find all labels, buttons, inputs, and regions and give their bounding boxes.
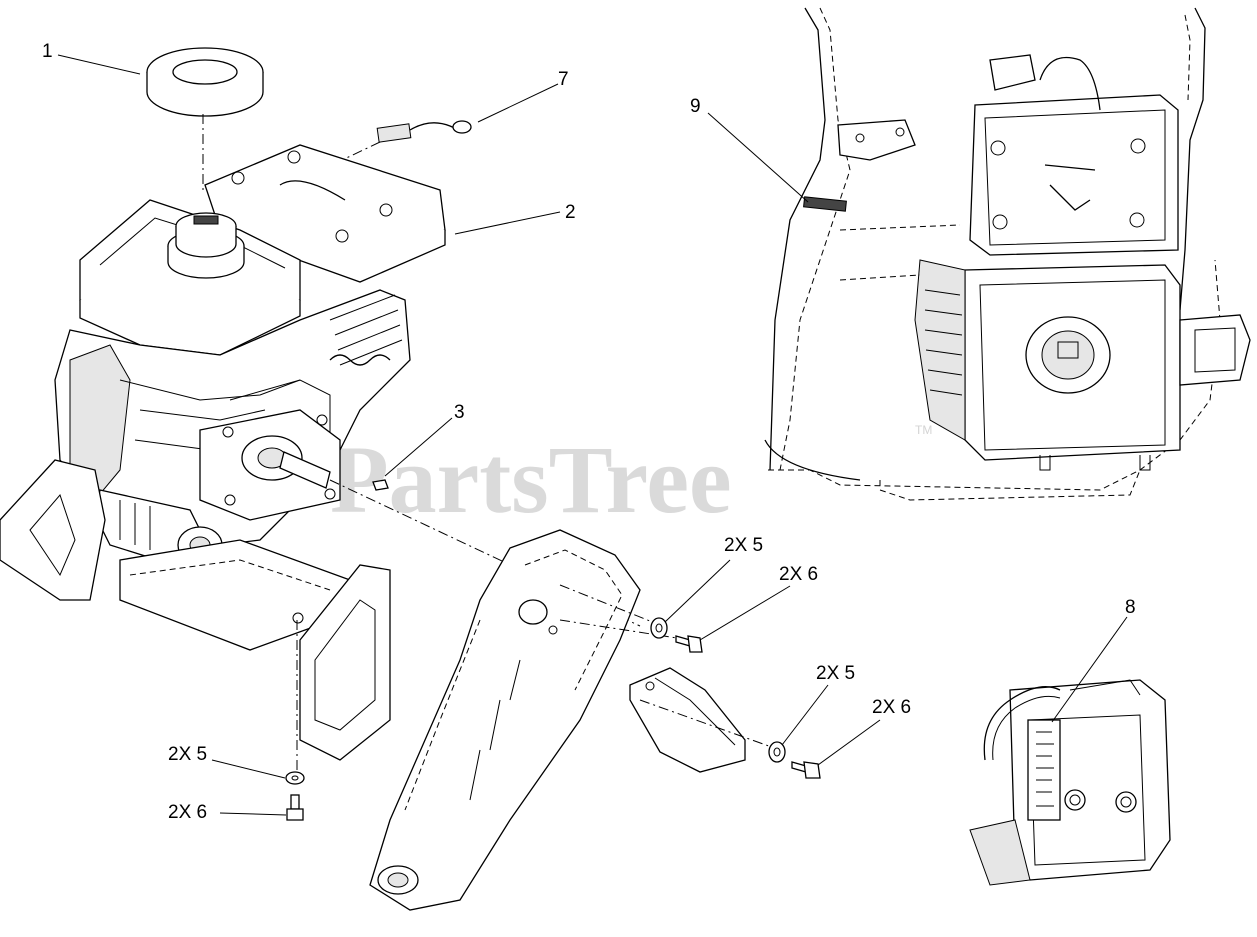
- middle-bolt: [675, 635, 703, 653]
- lower-bolt: [286, 794, 304, 821]
- leader-lines: [57, 54, 1128, 816]
- part-9-strap: [803, 196, 847, 212]
- part-7-wire-sensor: [376, 120, 472, 143]
- part-3-key: [372, 479, 389, 491]
- lower-washer: [285, 771, 305, 785]
- part-8-decal: [1027, 719, 1061, 821]
- callout-2x6-lower: 2X 6: [168, 802, 207, 823]
- left-mounting-plate: [0, 459, 106, 601]
- callout-2x6-middle: 2X 6: [779, 564, 818, 585]
- callout-2x5-middle: 2X 5: [724, 535, 763, 556]
- right-bolt: [791, 761, 821, 779]
- callout-8: 8: [1125, 597, 1136, 618]
- decal-detail-view: [969, 679, 1171, 886]
- tiller-frame: [369, 529, 641, 911]
- engine-assembly: [0, 47, 641, 821]
- callout-1: 1: [42, 41, 53, 62]
- callout-3: 3: [454, 402, 465, 423]
- callout-2x5-lower: 2X 5: [168, 744, 207, 765]
- callout-9: 9: [690, 96, 701, 117]
- watermark-trademark: TM: [915, 423, 932, 437]
- part-1-ring: [146, 47, 264, 117]
- right-washer: [768, 741, 786, 763]
- engine-block: [54, 289, 411, 551]
- callout-2x6-right: 2X 6: [872, 697, 911, 718]
- watermark-text: PartsTree: [330, 426, 732, 533]
- part-2-engine-cover: [204, 144, 446, 283]
- fuel-cap: [167, 212, 245, 279]
- frame-bracket: [629, 667, 746, 773]
- installed-engine-view: [764, 7, 1251, 501]
- callout-7: 7: [558, 69, 569, 90]
- right-mount-bracket: [299, 564, 391, 761]
- middle-washer: [650, 617, 668, 639]
- callout-2: 2: [565, 202, 576, 223]
- callout-2x5-right: 2X 5: [816, 663, 855, 684]
